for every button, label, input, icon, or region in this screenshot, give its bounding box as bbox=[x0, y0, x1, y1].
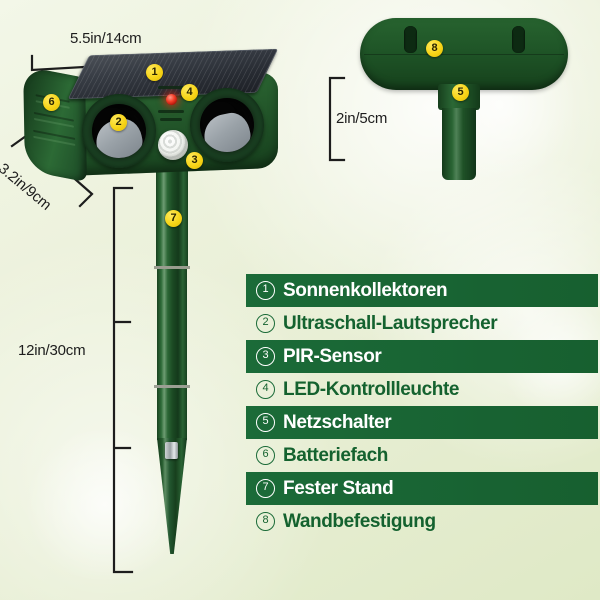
stake-lower-segment bbox=[157, 388, 187, 440]
ultrasonic-speaker-left bbox=[82, 94, 156, 168]
callout-badge-3: 3 bbox=[186, 152, 203, 169]
back-view-pole bbox=[442, 108, 476, 180]
legend-label-2: Ultraschall-Lautsprecher bbox=[283, 312, 498, 334]
legend-label-1: Sonnenkollektoren bbox=[283, 279, 448, 301]
wall-mount-keyhole bbox=[512, 26, 525, 53]
legend-label-7: Fester Stand bbox=[283, 477, 394, 499]
legend-item-2[interactable]: 2 Ultraschall-Lautsprecher bbox=[246, 307, 598, 340]
legend-item-1[interactable]: 1 Sonnenkollektoren bbox=[246, 274, 598, 307]
legend-label-4: LED-Kontrollleuchte bbox=[283, 378, 460, 400]
legend-number-6: 6 bbox=[256, 446, 275, 465]
stake-mid-segment bbox=[157, 269, 187, 385]
ultrasonic-speaker-right bbox=[190, 88, 264, 162]
legend-list: 1 Sonnenkollektoren 2 Ultraschall-Lautspre… bbox=[246, 274, 598, 538]
pir-sensor bbox=[158, 130, 188, 160]
legend-item-6[interactable]: 6 Batteriefach bbox=[246, 439, 598, 472]
legend-item-7[interactable]: 7 Fester Stand bbox=[246, 472, 598, 505]
ground-stake: 7 bbox=[148, 150, 196, 570]
legend-item-4[interactable]: 4 LED-Kontrollleuchte bbox=[246, 373, 598, 406]
stake-dimension-bracket bbox=[106, 186, 136, 574]
legend-label-3: PIR-Sensor bbox=[283, 345, 382, 367]
legend-number-3: 3 bbox=[256, 347, 275, 366]
legend-number-8: 8 bbox=[256, 512, 275, 531]
height-dimension-label: 2in/5cm bbox=[336, 110, 388, 127]
stake-seam bbox=[154, 385, 190, 388]
wall-mount-keyhole bbox=[404, 26, 417, 53]
width-dimension-label: 5.5in/14cm bbox=[70, 30, 142, 47]
callout-badge-1: 1 bbox=[146, 64, 163, 81]
callout-badge-6: 6 bbox=[43, 94, 60, 111]
stake-metal-clip bbox=[165, 442, 178, 459]
solar-panel bbox=[67, 48, 279, 100]
stake-seam bbox=[154, 266, 190, 269]
callout-badge-5: 5 bbox=[452, 84, 469, 101]
legend-number-7: 7 bbox=[256, 479, 275, 498]
callout-badge-8: 8 bbox=[426, 40, 443, 57]
stake-dimension-label: 12in/30cm bbox=[18, 342, 86, 359]
repeller-device-back-view: 8 5 bbox=[360, 18, 580, 198]
legend-number-1: 1 bbox=[256, 281, 275, 300]
legend-label-5: Netzschalter bbox=[283, 411, 392, 433]
legend-label-6: Batteriefach bbox=[283, 444, 389, 466]
led-indicator bbox=[166, 94, 177, 105]
legend-number-4: 4 bbox=[256, 380, 275, 399]
legend-number-2: 2 bbox=[256, 314, 275, 333]
legend-item-3[interactable]: 3 PIR-Sensor bbox=[246, 340, 598, 373]
legend-item-8[interactable]: 8 Wandbefestigung bbox=[246, 505, 598, 538]
wall-mount bbox=[360, 18, 568, 90]
legend-number-5: 5 bbox=[256, 413, 275, 432]
callout-badge-4: 4 bbox=[181, 84, 198, 101]
legend-item-5[interactable]: 5 Netzschalter bbox=[246, 406, 598, 439]
callout-badge-7: 7 bbox=[165, 210, 182, 227]
callout-badge-2: 2 bbox=[110, 114, 127, 131]
legend-label-8: Wandbefestigung bbox=[283, 510, 436, 532]
repeller-device-front-view: 1 2 3 4 6 bbox=[18, 48, 308, 198]
